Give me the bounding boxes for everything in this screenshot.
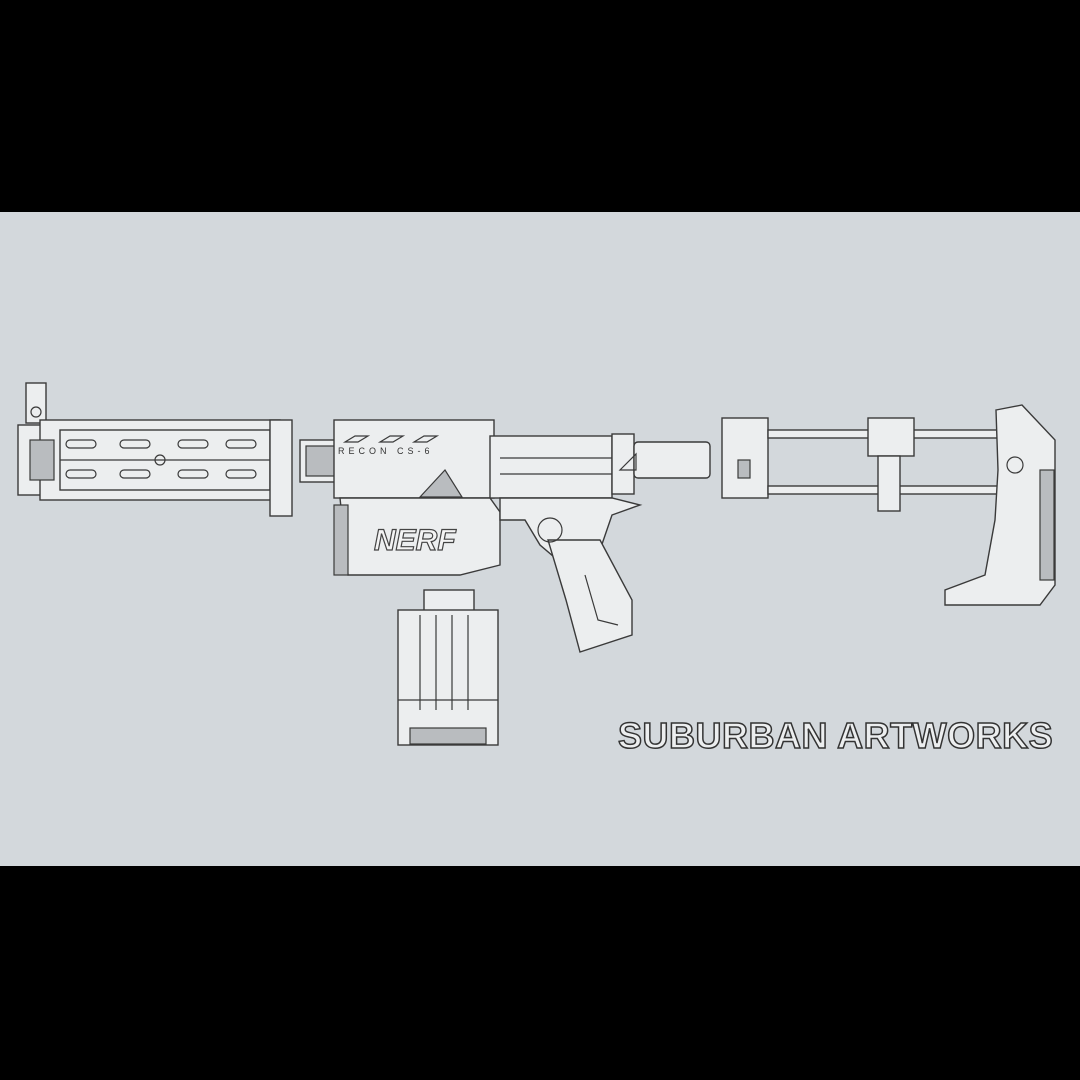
watermark: SUBURBAN ARTWORKS <box>618 715 1053 756</box>
nerf-logo: NERF <box>374 524 456 557</box>
model-label: RECON CS-6 <box>338 446 434 456</box>
blaster-body: RECON CS-6 NERF <box>299 419 711 653</box>
barrel-extension <box>17 382 293 517</box>
magazine <box>397 589 499 746</box>
stock <box>721 404 1056 606</box>
